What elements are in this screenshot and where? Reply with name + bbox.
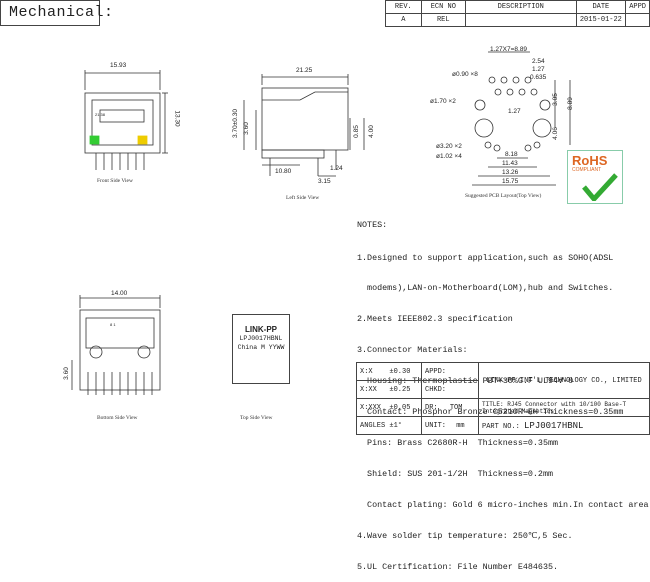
pcb-view-caption: Suggested PCB Layout(Top View) bbox=[465, 193, 542, 199]
revision-table: REV. ECN NO DESCRIPTION DATE APPD A REL … bbox=[385, 0, 650, 27]
note-line: modems),LAN-on-Motherboard(LOM),hub and … bbox=[357, 283, 614, 294]
ecn-value: REL bbox=[420, 13, 466, 27]
checkmark-icon bbox=[582, 173, 618, 201]
bottom-view-caption: Bottom Side View bbox=[97, 415, 138, 421]
top-origin: China M YYWW bbox=[237, 344, 285, 351]
pcb-a-dim: 2.54 bbox=[532, 58, 545, 65]
note-line: 5.UL Certification: File Number E484635. bbox=[357, 561, 559, 572]
part-cell: PART NO.: LPJ0017HBNL bbox=[478, 416, 650, 435]
note-line: Shield: SUS 201-1/2H Thickness=0.2mm bbox=[357, 468, 554, 479]
part-value: LPJ0017HBNL bbox=[524, 420, 584, 431]
chkd-label: CHKD: bbox=[421, 380, 479, 399]
top-view-label: LINK-PP LPJ0017HBNL China M YYWW bbox=[232, 314, 290, 384]
pcb-hole4-dim: ø1.02 ×4 bbox=[436, 153, 462, 160]
pcb-hole1-dim: ø0.90 ×8 bbox=[452, 71, 478, 78]
bottom-pins-label: 8 1 bbox=[110, 322, 116, 327]
left-f-dim: 3.15 bbox=[318, 178, 331, 185]
left-view-caption: Left Side View bbox=[286, 195, 320, 201]
appd-label: APPD: bbox=[421, 362, 479, 381]
rohs-sub: COMPLIANT bbox=[572, 167, 602, 173]
left-g-dim: 1.24 bbox=[330, 165, 343, 172]
tolerance-xxx: X:XXX ±0.05 bbox=[356, 398, 422, 417]
pcb-e-dim: 8.89 bbox=[566, 97, 574, 110]
pcb-f-dim: 1.27 bbox=[508, 108, 521, 115]
brand-logo: LINK-PP bbox=[245, 325, 277, 334]
description-value bbox=[464, 13, 577, 27]
note-line: 3.Connector Materials: bbox=[357, 345, 468, 356]
left-e-dim: 10.80 bbox=[275, 168, 292, 175]
company-name: LINK-PP INT'L TECHNOLOGY CO., LIMITED bbox=[478, 362, 650, 399]
unit-value: mm bbox=[456, 421, 465, 430]
left-a-dim: 3.70±0.30 bbox=[231, 109, 239, 138]
pcb-g-dim: 4.06 bbox=[551, 127, 559, 140]
appd-header: APPD bbox=[625, 0, 650, 14]
unit-cell: UNIT: mm bbox=[421, 416, 479, 435]
pcb-hole3-dim: ø3.20 ×2 bbox=[436, 143, 462, 150]
pcb-h-dim: 8.18 bbox=[505, 151, 518, 158]
left-width-dim: 21.25 bbox=[296, 67, 313, 74]
rohs-badge: RoHS COMPLIANT bbox=[567, 150, 623, 204]
part-label: PART NO.: bbox=[482, 422, 520, 431]
note-line: Contact plating: Gold 6 micro-inches min… bbox=[357, 499, 650, 510]
pcb-b-dim: 1.27 bbox=[532, 66, 545, 73]
date-value: 2015-01-22 bbox=[575, 13, 627, 27]
notes-heading: NOTES: bbox=[357, 220, 388, 230]
left-b-dim: 3.60 bbox=[242, 122, 250, 135]
bottom-view-drawing bbox=[71, 295, 161, 395]
pcb-k-dim: 15.75 bbox=[502, 178, 519, 185]
front-view-caption: Front Side View bbox=[97, 178, 133, 184]
dr-name: TOM bbox=[449, 403, 463, 412]
pcb-i-dim: 11.43 bbox=[502, 160, 518, 167]
pcb-hole2-dim: ø1.70 ×2 bbox=[430, 98, 456, 105]
bottom-width-dim: 14.00 bbox=[111, 290, 128, 297]
mechanical-drawing bbox=[71, 51, 571, 395]
pcb-j-dim: 13.26 bbox=[502, 169, 519, 176]
front-pins-top: 21 38 bbox=[95, 112, 106, 117]
drawn-by: DR: TOM bbox=[421, 398, 479, 417]
tolerance-angles: ANGLES ±1° bbox=[356, 416, 422, 435]
rohs-mark: RoHS bbox=[572, 153, 608, 168]
top-view-caption: Top Side View bbox=[240, 415, 273, 421]
pcb-c-dim: 0.635 bbox=[530, 74, 547, 81]
tolerance-xx: X:XX ±0.25 bbox=[356, 380, 422, 399]
left-d-dim: 4.00 bbox=[367, 125, 375, 138]
pcb-d-dim: 3.05 bbox=[551, 93, 559, 106]
bottom-height-dim: 3.60 bbox=[62, 367, 70, 380]
unit-label: UNIT: bbox=[425, 421, 447, 430]
title-cell: TITLE: RJ45 Connector with 10/100 Base-T… bbox=[478, 398, 650, 417]
front-width-dim: 15.93 bbox=[110, 62, 127, 69]
note-line: 2.Meets IEEE802.3 specification bbox=[357, 314, 513, 325]
left-view-drawing bbox=[243, 74, 365, 177]
note-line: 4.Wave solder tip temperature: 250℃,5 Se… bbox=[357, 530, 573, 541]
title-label: TITLE: bbox=[482, 400, 504, 408]
top-part-number: LPJ0017HBNL bbox=[239, 335, 283, 342]
front-view-drawing bbox=[84, 70, 168, 170]
tolerance-x: X:X ±0.30 bbox=[356, 362, 422, 381]
note-line: 1.Designed to support application,such a… bbox=[357, 252, 614, 263]
pcb-layout-drawing bbox=[472, 51, 571, 186]
note-line: Pins: Brass C2680R-H Thickness=0.35mm bbox=[357, 437, 559, 448]
title-block: X:X ±0.30 APPD: LINK-PP INT'L TECHNOLOGY… bbox=[356, 362, 650, 435]
pcb-pitch-dim: 1.27X7=8.89 bbox=[490, 46, 528, 53]
front-height-dim: 13.30 bbox=[173, 110, 181, 127]
title-value: RJ45 Connector with 10/100 Base-T Integr… bbox=[482, 400, 627, 415]
left-c-dim: 0.85 bbox=[352, 125, 360, 138]
dr-label: DR: bbox=[425, 403, 438, 412]
appd-value bbox=[625, 13, 650, 27]
page-title: Mechanical: bbox=[0, 0, 113, 26]
